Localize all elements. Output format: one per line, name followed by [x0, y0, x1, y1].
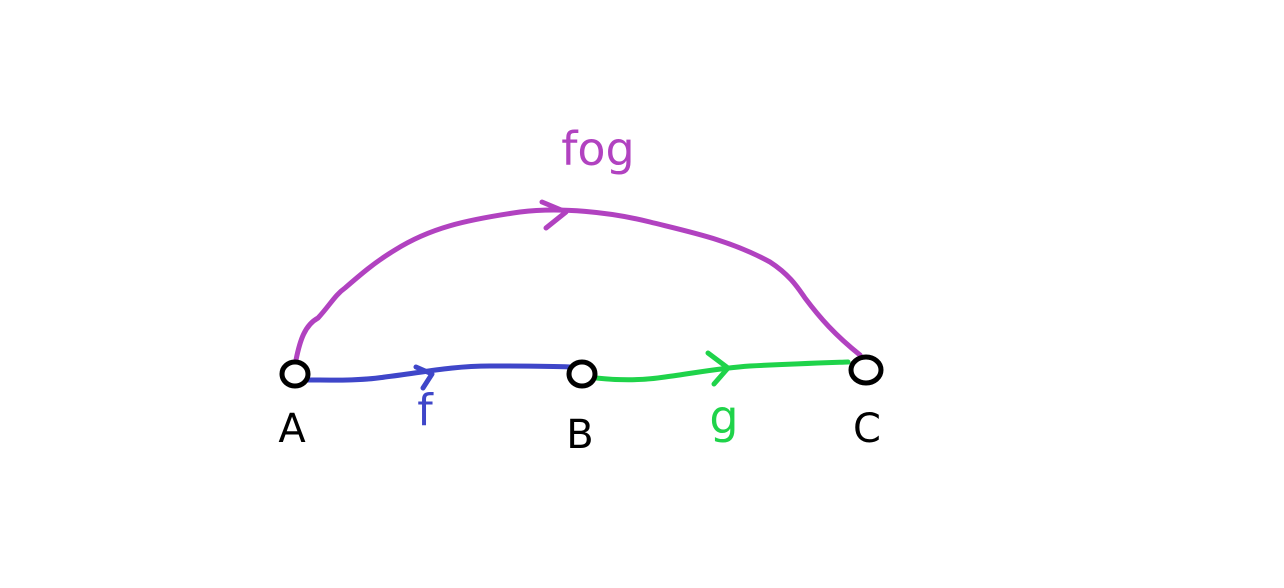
node-a-label: A — [278, 406, 306, 452]
arrow-g — [593, 350, 851, 387]
arrow-composite-curve — [293, 207, 863, 363]
arrow-g-line — [593, 359, 851, 383]
arrow-f-head — [413, 364, 435, 391]
arrow-g-label: g — [709, 390, 738, 444]
arrow-g-head — [705, 350, 731, 387]
node-b: B — [566, 359, 598, 458]
arrow-composite — [293, 199, 863, 363]
arrow-f — [305, 363, 573, 391]
arrow-composite-head — [539, 199, 569, 231]
arrow-f-line — [305, 363, 573, 383]
node-c: C — [848, 354, 884, 452]
node-a-circle — [279, 359, 311, 389]
node-c-circle — [848, 354, 884, 386]
node-b-label: B — [566, 412, 593, 458]
node-b-circle — [566, 359, 598, 389]
node-c-label: C — [853, 406, 881, 452]
arrow-composite-label: fog — [561, 122, 635, 176]
node-a: A — [278, 359, 311, 452]
arrow-f-label: f — [417, 385, 434, 436]
